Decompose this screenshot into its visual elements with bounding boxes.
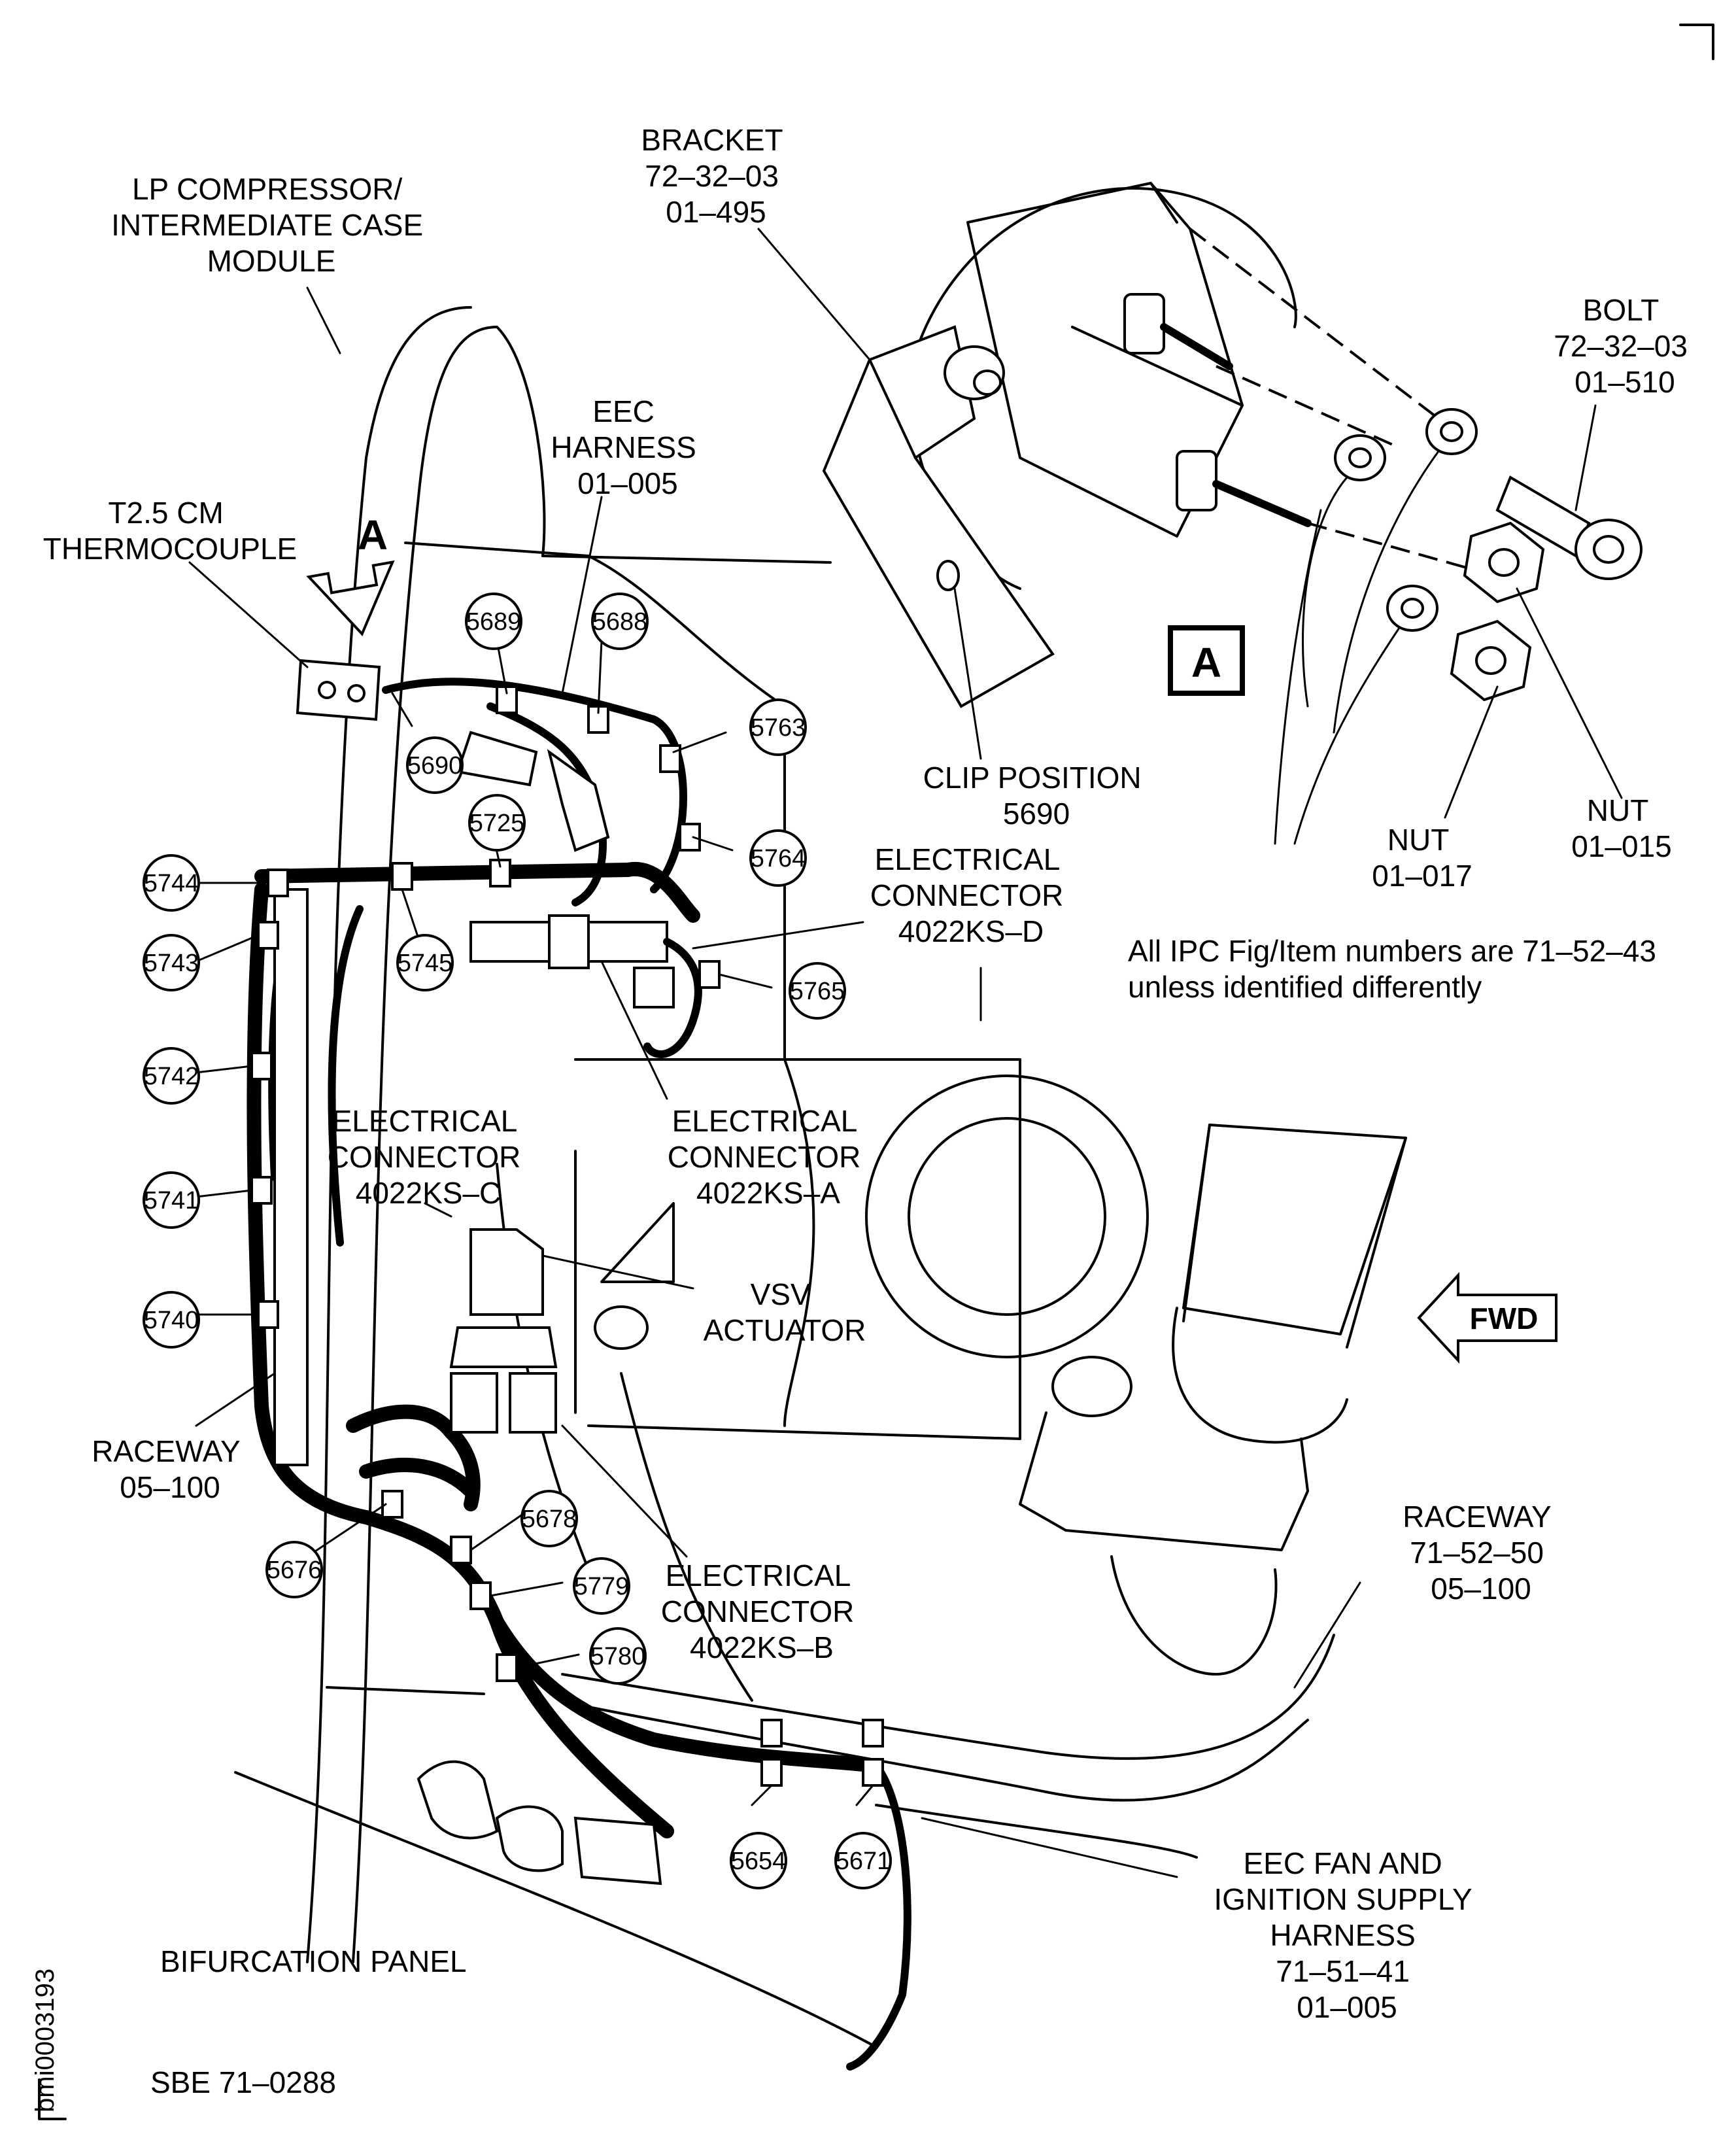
label-lp-compressor: LP COMPRESSOR/ INTERMEDIATE CASE MODULE	[111, 172, 432, 278]
bubble-5744: 5744	[143, 854, 200, 912]
t25-thermocouple-body	[296, 659, 381, 721]
svg-text:5742: 5742	[144, 1063, 199, 1090]
svg-text:5688: 5688	[592, 608, 648, 636]
label-raceway-right: RACEWAY 71–52–50 05–100	[1403, 1500, 1559, 1606]
bubble-5671: 5671	[834, 1832, 892, 1889]
view-box-a-label: A	[1191, 639, 1221, 686]
bubble-5763: 5763	[749, 698, 807, 756]
bubble-5676: 5676	[265, 1541, 323, 1598]
svg-text:5780: 5780	[590, 1643, 646, 1670]
fwd-arrow-icon	[1417, 1271, 1557, 1364]
bubble-5765: 5765	[789, 962, 846, 1020]
label-bifurcation-panel: BIFURCATION PANEL	[160, 1944, 467, 1978]
bubble-5764: 5764	[749, 829, 807, 887]
label-connector-d: ELECTRICAL CONNECTOR 4022KS–D	[870, 842, 1072, 948]
svg-text:5671: 5671	[836, 1848, 891, 1875]
label-connector-c: ELECTRICAL CONNECTOR 4022KS–C	[328, 1104, 529, 1210]
svg-text:5678: 5678	[522, 1506, 577, 1533]
label-nut-017: NUT 01–017	[1372, 823, 1472, 893]
eec-harness	[234, 678, 1335, 2071]
svg-text:5690: 5690	[407, 752, 463, 780]
svg-text:5740: 5740	[144, 1307, 199, 1334]
label-eec-fan-harness: EEC FAN AND IGNITION SUPPLY HARNESS 71–5…	[1214, 1846, 1480, 2024]
bubble-5688: 5688	[591, 593, 649, 650]
bubble-5654: 5654	[730, 1832, 787, 1889]
svg-text:5654: 5654	[731, 1848, 787, 1875]
view-arrow-a: A	[306, 511, 395, 636]
bubble-5780: 5780	[589, 1627, 647, 1685]
svg-text:5763: 5763	[751, 714, 806, 742]
svg-text:5745: 5745	[398, 950, 453, 977]
bubble-leaders	[195, 640, 773, 1669]
image-id-bracket	[38, 2078, 67, 2120]
bubble-5742: 5742	[143, 1047, 200, 1105]
label-t25-thermocouple: T2.5 CM THERMOCOUPLE	[43, 496, 297, 566]
svg-text:5744: 5744	[144, 870, 199, 897]
svg-text:5765: 5765	[790, 978, 845, 1005]
label-nut-015: NUT 01–015	[1571, 793, 1672, 863]
label-bracket: BRACKET 72–32–03 01–495	[641, 123, 791, 229]
bubble-5745: 5745	[396, 934, 454, 991]
bubble-5740: 5740	[143, 1291, 200, 1349]
svg-text:5725: 5725	[469, 810, 525, 837]
label-connector-a: ELECTRICAL CONNECTOR 4022KS–A	[668, 1104, 869, 1210]
label-ipc-note: All IPC Fig/Item numbers are 71–52–43 un…	[1128, 934, 1665, 1004]
text-labels: LP COMPRESSOR/ INTERMEDIATE CASE MODULE …	[31, 123, 1695, 2120]
detail-view-a: A	[822, 182, 1642, 845]
bubble-5743: 5743	[143, 934, 200, 991]
corner-mark	[1679, 24, 1714, 60]
case-outline	[306, 306, 1021, 1963]
label-clip-position: CLIP POSITION 5690	[923, 761, 1150, 831]
label-image-id: bmi0003193	[31, 1969, 60, 2112]
svg-text:5779: 5779	[574, 1573, 630, 1600]
harness-clips	[250, 685, 721, 1682]
label-sbe: SBE 71–0288	[150, 2065, 336, 2099]
bubble-5741: 5741	[143, 1171, 200, 1229]
label-raceway-left: RACEWAY 05–100	[92, 1434, 248, 1504]
label-bolt: BOLT 72–32–03 01–510	[1554, 293, 1695, 399]
view-box-a	[1168, 625, 1245, 696]
label-vsv-actuator: VSV ACTUATOR	[704, 1277, 866, 1347]
bubble-5779: 5779	[573, 1557, 630, 1615]
svg-text:5676: 5676	[267, 1557, 322, 1584]
label-connector-b: ELECTRICAL CONNECTOR 4022KS–B	[661, 1558, 862, 1664]
svg-text:5764: 5764	[751, 845, 806, 872]
view-arrow-a-label: A	[358, 511, 388, 559]
bubble-5725: 5725	[468, 794, 526, 852]
bubble-5689: 5689	[465, 593, 522, 650]
svg-text:5741: 5741	[144, 1187, 199, 1214]
bubble-5690: 5690	[406, 736, 464, 794]
item-bubbles: 5689 5688 5690 5763 5725 5764 5744 5743 …	[143, 593, 892, 1889]
leader-lines	[188, 228, 1623, 1878]
svg-text:5743: 5743	[144, 950, 199, 977]
label-eec-harness: EEC HARNESS 01–005	[551, 394, 704, 500]
bubble-5678: 5678	[520, 1490, 578, 1547]
fan-outlet-assembly: FWD	[865, 1075, 1557, 1676]
svg-text:5689: 5689	[466, 608, 522, 636]
fwd-label: FWD	[1470, 1301, 1539, 1335]
